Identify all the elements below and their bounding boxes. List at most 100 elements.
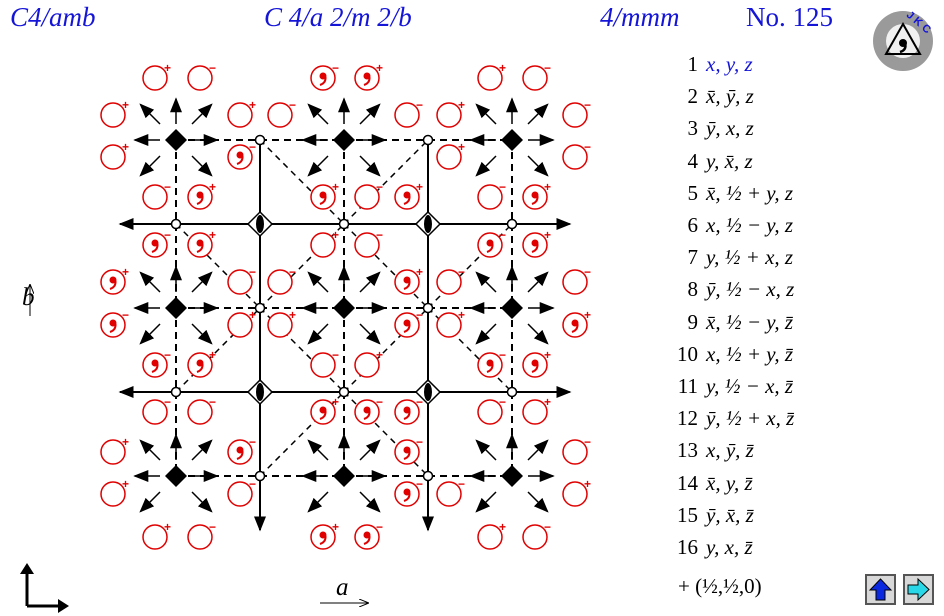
diagonal-glide bbox=[259, 139, 345, 225]
twofold-axis-arrow bbox=[139, 323, 161, 345]
position-circle bbox=[562, 481, 588, 507]
fourfold-axis-icon bbox=[165, 465, 187, 487]
fourfold-axis-icon bbox=[501, 465, 523, 487]
position-marker: − bbox=[522, 61, 551, 91]
inversion-center-icon bbox=[170, 218, 182, 230]
position-marker: − bbox=[354, 228, 383, 258]
twofold-axis-arrow bbox=[139, 271, 161, 293]
position-marker: − bbox=[477, 348, 506, 378]
position-marker: − bbox=[267, 265, 296, 295]
operation-expression: x, y, z bbox=[706, 52, 753, 76]
comma-tail-icon bbox=[571, 323, 579, 333]
operation-expression: ȳ, ½ + x, z̄ bbox=[706, 406, 795, 431]
space-group-number: No. 125 bbox=[746, 2, 833, 32]
operation-expression: ȳ, x, z bbox=[706, 116, 754, 141]
comma-tail-icon bbox=[236, 155, 244, 165]
position-circle bbox=[522, 399, 548, 425]
position-marker: − bbox=[477, 228, 506, 258]
position-marker: + bbox=[522, 348, 551, 378]
sign-label: + bbox=[544, 395, 551, 409]
position-marker: − bbox=[142, 348, 171, 378]
diagonal-glide bbox=[427, 307, 513, 393]
general-positions: +−−++−++−−+−+−−+−++−+−+−++−−++−−+−−−++−+… bbox=[100, 61, 591, 550]
inversion-center-icon bbox=[422, 134, 434, 146]
position-marker: + bbox=[310, 520, 339, 550]
fourfold-axis-icon bbox=[333, 297, 355, 319]
position-circle bbox=[436, 269, 462, 295]
arrow-up-icon bbox=[868, 578, 893, 601]
diagonal-glide bbox=[259, 223, 345, 309]
diagonal-glide bbox=[343, 307, 429, 393]
sign-label: + bbox=[209, 348, 216, 362]
twofold-axis-arrow bbox=[139, 155, 161, 177]
operation-expression: y, x, z̄ bbox=[706, 535, 753, 559]
sign-label: + bbox=[584, 477, 591, 491]
sign-label: − bbox=[584, 140, 591, 154]
comma-tail-icon bbox=[486, 363, 494, 373]
twofold-axis-arrow bbox=[475, 103, 497, 125]
position-circle bbox=[227, 102, 253, 128]
sign-label: + bbox=[122, 477, 129, 491]
inversion-center-icon bbox=[254, 134, 266, 146]
position-marker: + bbox=[477, 61, 506, 91]
sign-label: − bbox=[249, 477, 256, 491]
position-marker: − bbox=[436, 477, 465, 507]
sign-label: + bbox=[122, 140, 129, 154]
up-button[interactable] bbox=[865, 574, 896, 605]
diagonal-glide bbox=[343, 391, 429, 477]
twofold-axis-arrow bbox=[307, 491, 329, 513]
sign-label: + bbox=[164, 61, 171, 75]
position-circle bbox=[142, 524, 168, 550]
position-marker: − bbox=[477, 180, 506, 210]
twofold-lens-icon bbox=[424, 215, 432, 233]
operation-expression: x̄, y, z̄ bbox=[706, 470, 753, 495]
diagonal-glide bbox=[427, 223, 513, 309]
inversion-center-icon bbox=[422, 470, 434, 482]
sign-label: − bbox=[458, 265, 465, 279]
sign-label: − bbox=[584, 98, 591, 112]
position-marker: − bbox=[142, 180, 171, 210]
sign-label: + bbox=[209, 180, 216, 194]
sign-label: + bbox=[458, 308, 465, 322]
operation-expression: ȳ, x̄, z̄ bbox=[706, 502, 754, 527]
comma-tail-icon bbox=[363, 410, 371, 420]
position-marker: + bbox=[100, 98, 129, 128]
sign-label: + bbox=[544, 228, 551, 242]
sign-label: + bbox=[122, 98, 129, 112]
position-circle bbox=[436, 481, 462, 507]
position-marker: − bbox=[354, 180, 383, 210]
sign-label: + bbox=[416, 265, 423, 279]
inversion-center-icon bbox=[254, 470, 266, 482]
sign-label: − bbox=[499, 180, 506, 194]
fourfold-axis-icon bbox=[165, 297, 187, 319]
fourfold-axis-icon bbox=[501, 129, 523, 151]
operation-expression: y, x̄, z bbox=[706, 148, 753, 173]
twofold-axis-arrow bbox=[475, 155, 497, 177]
operation-number: 12 bbox=[677, 406, 698, 431]
twofold-lens-icon bbox=[256, 383, 264, 401]
twofold-axis-arrow bbox=[359, 103, 381, 125]
arrow-right-icon bbox=[907, 577, 930, 602]
twofold-axis-arrow bbox=[527, 323, 549, 345]
sign-label: − bbox=[376, 228, 383, 242]
fourfold-axis-icon bbox=[165, 129, 187, 151]
operation-expression: ȳ, ½ − x, z bbox=[706, 277, 795, 302]
position-circle bbox=[310, 232, 336, 258]
operation-number: 13 bbox=[677, 438, 698, 463]
position-circle bbox=[227, 312, 253, 338]
operation-number: 11 bbox=[677, 374, 698, 398]
sign-label: + bbox=[332, 228, 339, 242]
sign-label: − bbox=[416, 395, 423, 409]
comma-tail-icon bbox=[363, 76, 371, 86]
next-button[interactable] bbox=[903, 574, 934, 605]
comma-tail-icon bbox=[403, 195, 411, 205]
twofold-axis-arrow bbox=[359, 155, 381, 177]
comma-tail-icon bbox=[486, 243, 494, 253]
position-circle bbox=[100, 144, 126, 170]
comma-tail-icon bbox=[403, 323, 411, 333]
comma-tail-icon bbox=[319, 410, 327, 420]
sign-label: − bbox=[499, 395, 506, 409]
operation-number: 14 bbox=[677, 470, 698, 495]
